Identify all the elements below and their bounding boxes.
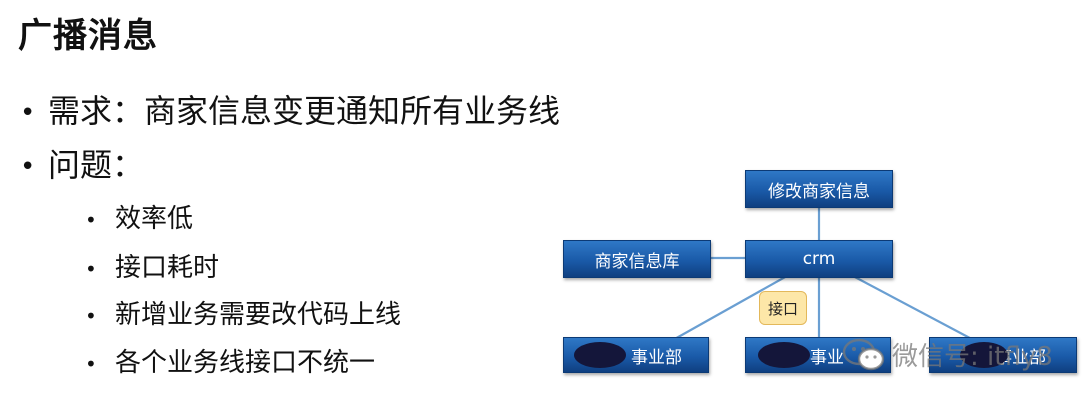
sub-bullet-text: 接口耗时 (115, 253, 220, 283)
sub-bullet-new-business: • 新增业务需要改代码上线 (85, 294, 401, 331)
bullet-dot-icon: • (85, 207, 97, 232)
bullet-text: 问题： (48, 146, 145, 184)
sub-bullet-efficiency: • 效率低 (85, 198, 193, 235)
sub-bullet-inconsistent-api: • 各个业务线接口不统一 (85, 342, 375, 379)
slide-title: 广播消息 (18, 16, 158, 56)
node-label: 事业 (810, 347, 844, 368)
bullet-text: 需求：商家信息变更通知所有业务线 (48, 92, 561, 130)
node-merchant-info-db: 商家信息库 (563, 240, 711, 278)
node-label: 事业部 (631, 347, 682, 368)
redaction-mark (758, 342, 810, 368)
bullet-dot-icon: • (20, 152, 36, 182)
sub-bullet-text: 新增业务需要改代码上线 (115, 300, 402, 330)
bullet-dot-icon: • (85, 303, 97, 328)
redaction-mark (960, 342, 1008, 368)
bullet-dot-icon: • (85, 351, 97, 376)
wechat-icon (842, 338, 885, 370)
sub-bullet-text: 效率低 (115, 204, 194, 234)
bullet-problem: • 问题： (20, 140, 144, 186)
bullet-dot-icon: • (20, 98, 36, 128)
bullet-requirement: • 需求：商家信息变更通知所有业务线 (20, 86, 560, 132)
watermark: 微信号: itfly8 (842, 336, 1053, 373)
redaction-mark (574, 342, 626, 368)
bullet-dot-icon: • (85, 256, 97, 281)
interface-label: 接口 (759, 291, 807, 325)
watermark-text: 微信号: itfly8 (892, 342, 1053, 372)
node-crm: crm (745, 240, 893, 278)
sub-bullet-text: 各个业务线接口不统一 (115, 348, 376, 378)
sub-bullet-latency: • 接口耗时 (85, 247, 219, 284)
node-modify-merchant-info: 修改商家信息 (745, 170, 893, 208)
